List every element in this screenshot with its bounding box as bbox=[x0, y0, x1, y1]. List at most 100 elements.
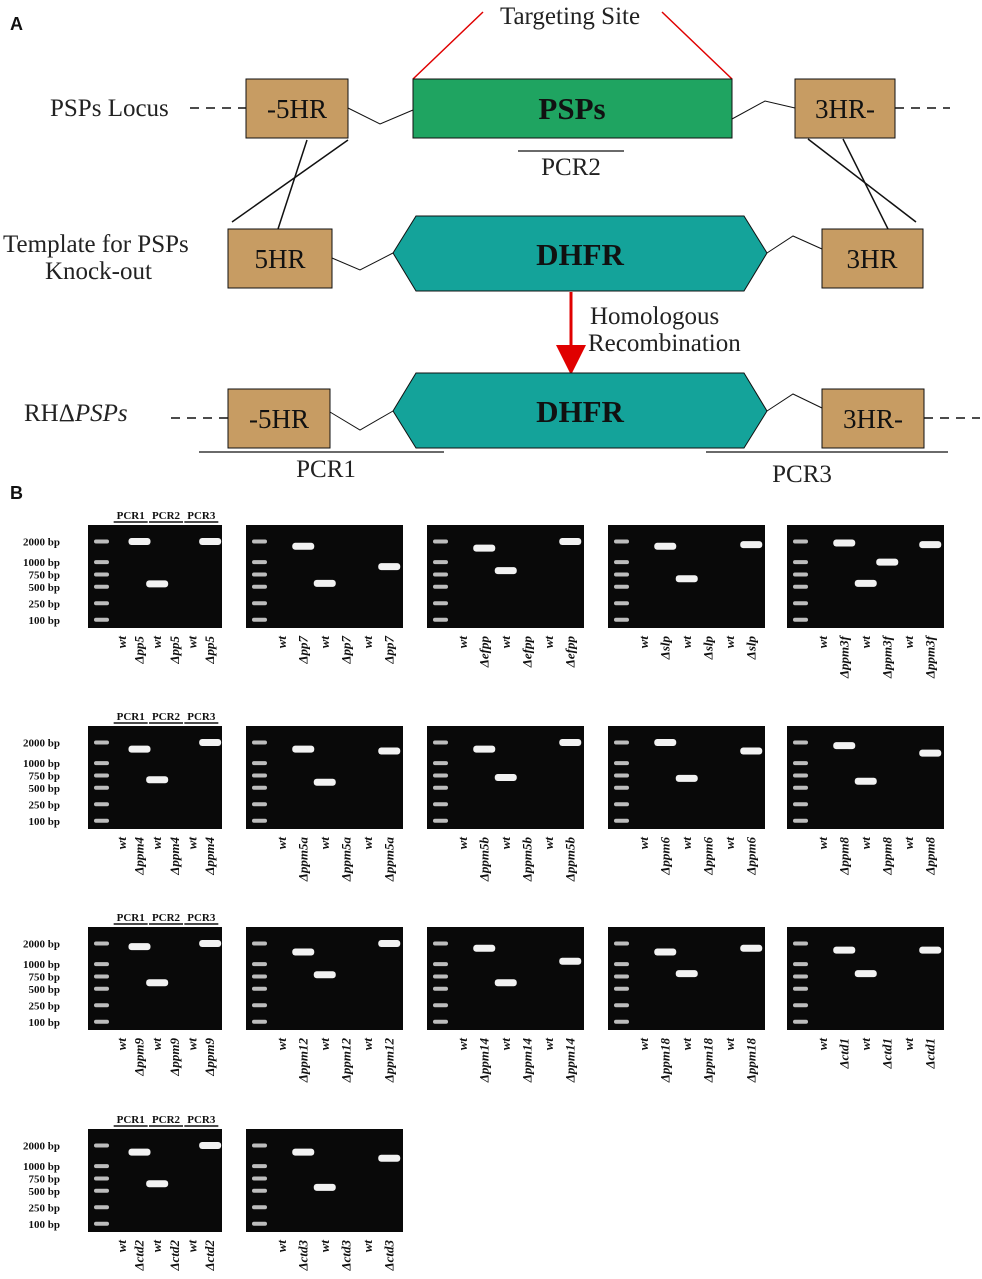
pcr-band bbox=[146, 979, 169, 987]
ladder-band bbox=[252, 560, 267, 565]
wt-lane-label: wt bbox=[541, 636, 556, 649]
pcr-band bbox=[199, 537, 222, 545]
pcr-band bbox=[654, 542, 677, 550]
wt-lane-label: wt bbox=[114, 837, 129, 850]
connector-bottom-right bbox=[766, 393, 823, 412]
ladder-band bbox=[793, 785, 808, 790]
wt-lane-label: wt bbox=[185, 1240, 200, 1253]
ladder-band bbox=[433, 584, 448, 589]
gel-image bbox=[427, 525, 584, 628]
ladder-band bbox=[94, 818, 109, 823]
ladder-band bbox=[433, 617, 448, 622]
psp-locus-label: PSPs Locus bbox=[50, 95, 169, 122]
connector-middle-left bbox=[331, 252, 394, 271]
mutant-lane-label: Δppm5b bbox=[476, 837, 491, 883]
wt-lane-label: wt bbox=[498, 636, 513, 649]
targeting-line-left bbox=[412, 11, 484, 80]
ladder-size-label: 750 bp bbox=[29, 1173, 61, 1185]
mutant-lane-label: Δppm3f bbox=[922, 634, 937, 679]
ladder-band bbox=[433, 974, 448, 979]
ladder-band bbox=[614, 761, 629, 766]
crossover-left-1 bbox=[231, 139, 349, 223]
pcr-band bbox=[199, 1141, 222, 1149]
mutant-lane-label: Δefpp bbox=[562, 636, 577, 669]
mutant-lane-label: Δpp5 bbox=[167, 636, 182, 665]
three-hr-bottom-label: 3HR- bbox=[843, 404, 903, 434]
five-hr-box-top bbox=[245, 78, 349, 139]
mutant-lane-label: Δppm5a bbox=[381, 837, 396, 883]
gel-image bbox=[88, 927, 222, 1030]
wt-lane-label: wt bbox=[185, 636, 200, 649]
mutant-lane-label: Δppm4 bbox=[167, 837, 182, 876]
gel-background bbox=[246, 1129, 403, 1232]
ladder-band bbox=[252, 986, 267, 991]
ladder-band bbox=[793, 773, 808, 778]
gel-background bbox=[427, 927, 584, 1030]
gel-image bbox=[246, 927, 403, 1030]
ladder-band bbox=[433, 986, 448, 991]
wt-lane-label: wt bbox=[722, 837, 737, 850]
wt-lane-label: wt bbox=[149, 837, 164, 850]
mutant-lane-label: Δppm4 bbox=[202, 837, 217, 876]
panel-a-letter: A bbox=[10, 14, 23, 34]
pcr-band bbox=[473, 544, 496, 552]
mutant-lane-label: Δppm12 bbox=[381, 1038, 396, 1084]
pcr-band bbox=[654, 738, 677, 746]
gel-background bbox=[427, 525, 584, 628]
ladder-band bbox=[793, 986, 808, 991]
panel-b-letter: B bbox=[10, 483, 23, 503]
pcr-band bbox=[292, 542, 315, 550]
pcr-band bbox=[876, 558, 899, 566]
pcr-header-label: PCR3 bbox=[187, 912, 216, 924]
ladder-size-label: 100 bp bbox=[29, 1219, 61, 1231]
ladder-size-label: 250 bp bbox=[29, 799, 61, 811]
wt-lane-label: wt bbox=[114, 1240, 129, 1253]
pcr-band bbox=[313, 579, 336, 587]
ladder-size-label: 100 bp bbox=[29, 615, 61, 627]
dhfr-bottom-label: DHFR bbox=[536, 394, 624, 429]
ladder-band bbox=[252, 773, 267, 778]
ladder-band bbox=[94, 740, 109, 745]
gel-image bbox=[427, 726, 584, 829]
ladder-band bbox=[433, 802, 448, 807]
pcr-band bbox=[199, 738, 222, 746]
ladder-band bbox=[252, 1176, 267, 1181]
mutant-lane-label: Δppm18 bbox=[700, 1038, 715, 1084]
crossover-left-2 bbox=[277, 139, 308, 230]
pcr-band bbox=[494, 979, 517, 987]
wt-lane-label: wt bbox=[541, 1038, 556, 1051]
ladder-size-label: 500 bp bbox=[29, 984, 61, 996]
ladder-band bbox=[252, 1003, 267, 1008]
ladder-size-label: 2000 bp bbox=[23, 737, 60, 749]
pcr-band bbox=[128, 1148, 151, 1156]
ladder-band bbox=[614, 941, 629, 946]
mutant-lane-label: Δppm8 bbox=[836, 837, 851, 876]
ladder-band bbox=[94, 1164, 109, 1169]
gel-background bbox=[787, 927, 944, 1030]
mutant-lane-label: Δppm14 bbox=[519, 1038, 534, 1084]
pcr-band bbox=[313, 1183, 336, 1191]
ladder-size-label: 750 bp bbox=[29, 569, 61, 581]
ladder-band bbox=[433, 785, 448, 790]
pcr-band bbox=[313, 778, 336, 786]
wt-lane-label: wt bbox=[274, 1240, 289, 1253]
ladder-band bbox=[252, 785, 267, 790]
gel-background bbox=[246, 927, 403, 1030]
ladder-band bbox=[94, 986, 109, 991]
ladder-size-label: 250 bp bbox=[29, 598, 61, 610]
ladder-band bbox=[94, 962, 109, 967]
ladder-band bbox=[252, 539, 267, 544]
mutant-lane-label: Δppm8 bbox=[879, 837, 894, 876]
ladder-band bbox=[793, 761, 808, 766]
gel-background bbox=[246, 525, 403, 628]
ladder-band bbox=[94, 539, 109, 544]
mutant-lane-label: Δslp bbox=[743, 636, 758, 661]
ladder-band bbox=[793, 1003, 808, 1008]
wt-lane-label: wt bbox=[149, 1240, 164, 1253]
pcr-header-label: PCR3 bbox=[187, 1114, 216, 1126]
ladder-band bbox=[614, 740, 629, 745]
pcr-band bbox=[559, 957, 582, 965]
pcr-band bbox=[378, 939, 401, 947]
ladder-band bbox=[793, 601, 808, 606]
ladder-band bbox=[94, 802, 109, 807]
